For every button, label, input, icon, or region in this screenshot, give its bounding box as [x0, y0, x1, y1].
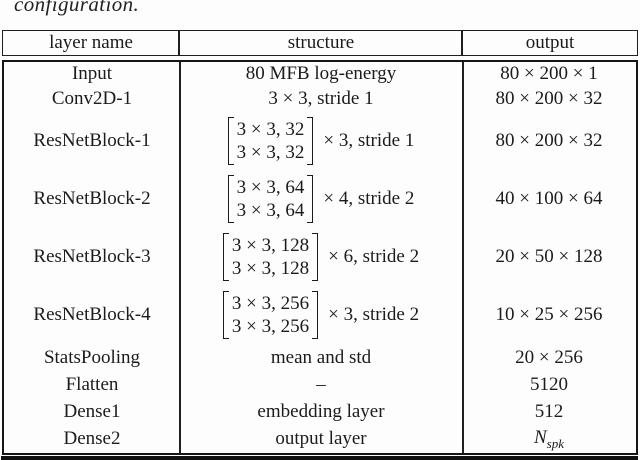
cell-structure: mean and std — [270, 346, 372, 368]
matrix-group: 3 × 3, 256 3 × 3, 256 × 3, stride 2 — [180, 290, 462, 340]
cell-output: 80 × 200 × 1 — [500, 63, 598, 84]
architecture-table: layer name structure output Input 80 MFB… — [2, 30, 638, 455]
body-column-divider-2 — [462, 61, 464, 453]
matrix-bracket: 3 × 3, 64 3 × 3, 64 — [227, 174, 314, 224]
table-row-statspooling: StatsPooling mean and std 20 × 256 — [4, 344, 636, 372]
cell-layer-name: Dense2 — [63, 428, 121, 449]
matrix-group: 3 × 3, 32 3 × 3, 32 × 3, stride 1 — [180, 116, 462, 166]
cell-layer-name: Dense1 — [63, 401, 121, 422]
matrix-line: 3 × 3, 256 — [231, 315, 310, 337]
matrix-multiplier: × 3, stride 1 — [323, 129, 415, 151]
matrix-line: 3 × 3, 128 — [231, 234, 310, 256]
table-row-conv2d-1: Conv2D-1 3 × 3, stride 1 80 × 200 × 32 — [4, 87, 636, 112]
table-body: Input 80 MFB log-energy 80 × 200 × 1 Con… — [2, 59, 638, 455]
header-output: output — [525, 32, 575, 53]
matrix-group: 3 × 3, 64 3 × 3, 64 × 4, stride 2 — [180, 174, 462, 224]
header-structure: structure — [287, 32, 355, 53]
matrix-multiplier: × 6, stride 2 — [328, 245, 420, 267]
cell-layer-name: ResNetBlock-2 — [33, 187, 151, 209]
matrix-line: 3 × 3, 128 — [231, 257, 310, 279]
nspk-symbol: N — [533, 426, 547, 448]
cell-structure: embedding layer — [257, 401, 385, 422]
header-column-divider-1 — [178, 31, 180, 55]
cell-structure: 3 × 3, 64 3 × 3, 64 × 4, stride 2 — [180, 174, 462, 224]
figure-caption-fragment: configuration. — [14, 0, 140, 16]
cell-layer-name: ResNetBlock-3 — [33, 245, 151, 267]
cell-layer-name: ResNetBlock-1 — [33, 129, 151, 151]
cell-layer-name: Flatten — [65, 374, 119, 395]
matrix-line: 3 × 3, 64 — [236, 199, 305, 221]
cell-output: 10 × 25 × 256 — [495, 303, 603, 325]
table-row-dense2: Dense2 output layer Nspk — [4, 426, 636, 453]
body-column-divider-1 — [179, 61, 181, 453]
cell-output: 80 × 200 × 32 — [495, 129, 603, 151]
cell-output: 40 × 100 × 64 — [495, 187, 603, 209]
matrix-line: 3 × 3, 256 — [231, 292, 310, 314]
cell-output: 512 — [534, 401, 564, 422]
cell-structure: 3 × 3, 32 3 × 3, 32 × 3, stride 1 — [180, 116, 462, 166]
cell-structure: 3 × 3, stride 1 — [268, 88, 374, 109]
table-bottom-rule — [1, 456, 638, 460]
matrix-multiplier: × 3, stride 2 — [328, 303, 420, 325]
cell-layer-name: ResNetBlock-4 — [33, 303, 151, 325]
cell-output: 80 × 200 × 32 — [495, 88, 603, 109]
matrix-multiplier: × 4, stride 2 — [323, 187, 415, 209]
matrix-group: 3 × 3, 128 3 × 3, 128 × 6, stride 2 — [180, 232, 462, 282]
cell-layer-name: Input — [71, 63, 113, 84]
cell-layer-name: Conv2D-1 — [51, 88, 133, 109]
header-layer-name: layer name — [49, 32, 133, 53]
matrix-line: 3 × 3, 32 — [236, 141, 305, 163]
table-header-row: layer name structure output — [2, 30, 638, 56]
cell-structure: – — [316, 374, 326, 395]
cell-structure: 80 MFB log-energy — [245, 63, 397, 84]
header-column-divider-2 — [461, 31, 463, 55]
table-row-resnetblock-1: ResNetBlock-1 3 × 3, 32 3 × 3, 32 × 3, s… — [4, 112, 636, 170]
matrix-bracket: 3 × 3, 256 3 × 3, 256 — [222, 290, 319, 340]
table-row-flatten: Flatten – 5120 — [4, 372, 636, 399]
cell-structure: output layer — [275, 428, 367, 449]
matrix-line: 3 × 3, 32 — [236, 118, 305, 140]
table-row-resnetblock-3: ResNetBlock-3 3 × 3, 128 3 × 3, 128 × 6,… — [4, 228, 636, 286]
matrix-bracket: 3 × 3, 128 3 × 3, 128 — [222, 232, 319, 282]
cell-output: 5120 — [530, 374, 568, 395]
nspk-subscript: spk — [546, 435, 565, 451]
cell-structure: 3 × 3, 128 3 × 3, 128 × 6, stride 2 — [180, 232, 462, 282]
cell-layer-name: StatsPooling — [43, 346, 141, 368]
cell-structure: 3 × 3, 256 3 × 3, 256 × 3, stride 2 — [180, 290, 462, 340]
cell-output: Nspk — [462, 427, 636, 452]
table-row-resnetblock-4: ResNetBlock-4 3 × 3, 256 3 × 3, 256 × 3,… — [4, 286, 636, 344]
cell-output: 20 × 50 × 128 — [495, 245, 603, 267]
table-row-resnetblock-2: ResNetBlock-2 3 × 3, 64 3 × 3, 64 × 4, s… — [4, 170, 636, 228]
cell-output: 20 × 256 — [515, 346, 583, 368]
matrix-bracket: 3 × 3, 32 3 × 3, 32 — [227, 116, 314, 166]
matrix-line: 3 × 3, 64 — [236, 176, 305, 198]
table-row-dense1: Dense1 embedding layer 512 — [4, 399, 636, 426]
table-row-input: Input 80 MFB log-energy 80 × 200 × 1 — [4, 62, 636, 87]
